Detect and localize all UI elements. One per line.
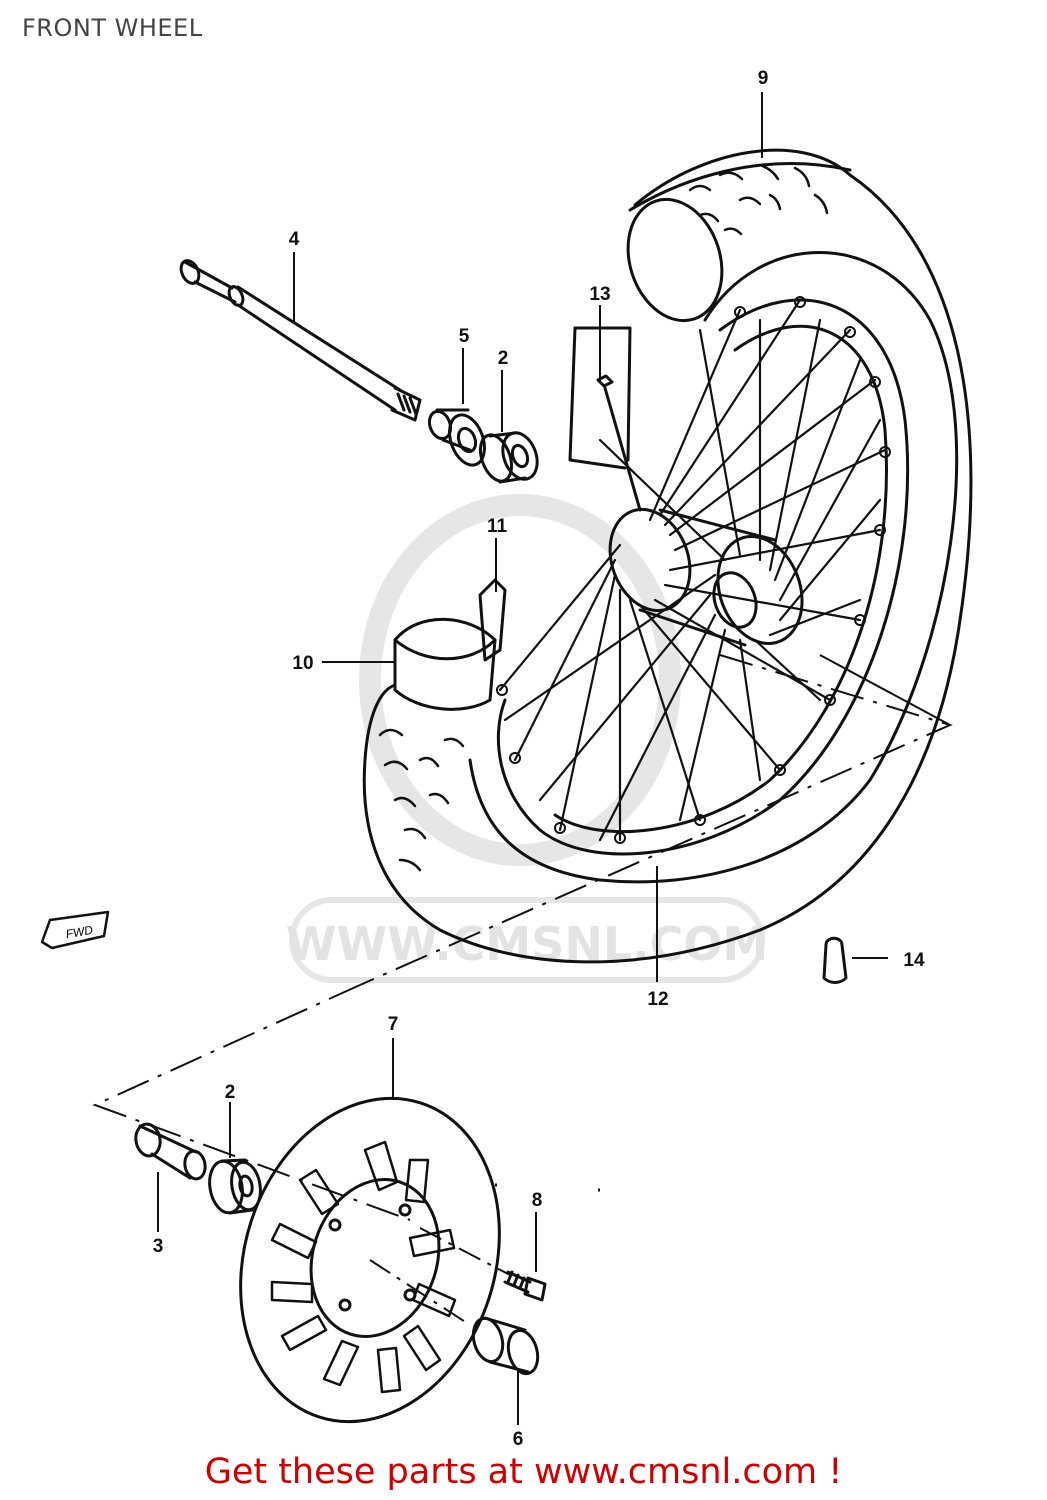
disc-bolt [503, 1270, 547, 1302]
footer-link[interactable]: Get these parts at www.cmsnl.com ! [204, 1452, 843, 1492]
forward-arrow-icon [40, 910, 110, 950]
callout-valve-nut: 13 [589, 284, 610, 305]
hub-spacer [134, 1122, 207, 1181]
wheel-bearing-lower [208, 1158, 262, 1215]
rim-band [478, 578, 507, 662]
callout-disc-bolt: 8 [532, 1190, 543, 1211]
callout-bearing-upper: 2 [498, 348, 509, 369]
callout-collar: 6 [513, 1429, 524, 1450]
wheel-bearing-upper [478, 431, 539, 484]
fwd-mark: FWD [65, 923, 95, 942]
callout-inner-tube: 10 [292, 653, 313, 674]
valve-cap [822, 936, 848, 984]
callout-front-axle: 4 [289, 229, 300, 250]
collar [471, 1316, 540, 1376]
callouts: 9 4 13 5 2 11 10 14 12 7 2 3 8 6 [153, 68, 925, 1450]
front-axle [179, 259, 422, 422]
callout-tyre: 9 [758, 68, 769, 89]
valve-nut [568, 326, 642, 512]
watermark-text: WWW.CMSNL.COM [286, 917, 769, 971]
callout-rim-band: 11 [487, 516, 508, 537]
spoke-nipples [496, 296, 891, 844]
axle-spacer [427, 408, 486, 467]
watermark: WWW.CMSNL.COM [286, 494, 769, 983]
callout-brake-disc: 7 [388, 1014, 399, 1035]
callout-hub-spacer: 3 [153, 1236, 164, 1257]
callout-rim: 12 [647, 989, 668, 1010]
exploded-parts-diagram: WWW.CMSNL.COM [40, 68, 973, 1450]
callout-axle-spacer: 5 [459, 326, 470, 347]
inner-tube [393, 617, 497, 711]
brake-disc [239, 1096, 501, 1424]
callout-bearing-lower: 2 [225, 1082, 236, 1103]
callout-valve-cap: 14 [903, 950, 925, 971]
spokes [498, 298, 887, 842]
page-title: FRONT WHEEL [22, 14, 203, 42]
rim [496, 298, 910, 856]
tyre [362, 148, 973, 964]
